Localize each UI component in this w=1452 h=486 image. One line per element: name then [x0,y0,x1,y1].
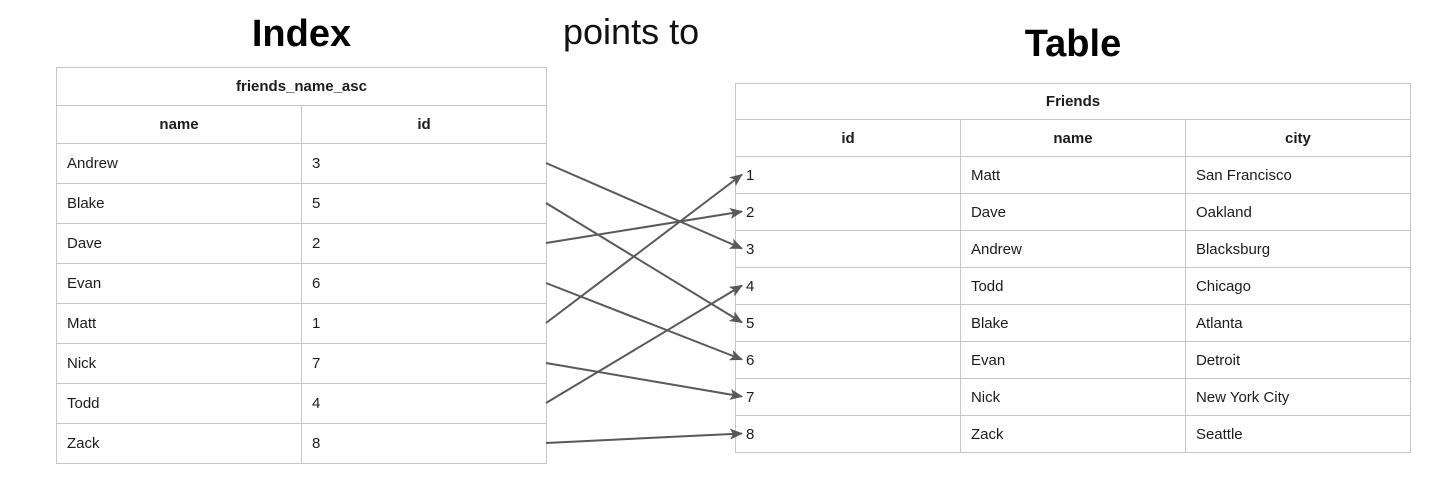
friends-table-name-row: Friends [735,83,1411,120]
index-cell-id: 6 [301,263,547,304]
friends-row: 4 Todd Chicago [735,267,1412,305]
index-cell-id: 5 [301,183,547,224]
friends-row: 7 Nick New York City [735,378,1412,416]
index-cell-name: Evan [56,263,302,304]
index-table-header-row: name id [56,105,547,144]
index-cell-id: 1 [301,303,547,344]
friends-cell-city: San Francisco [1184,156,1412,194]
index-row: Blake 5 [56,183,547,224]
friends-row: 3 Andrew Blacksburg [735,230,1412,268]
friends-row: 6 Evan Detroit [735,341,1412,379]
friends-cell-city: Detroit [1184,341,1412,379]
friends-cell-name: Todd [959,267,1186,305]
index-cell-name: Andrew [56,143,302,184]
index-pointer-arrow [545,162,743,250]
friends-cell-name: Andrew [959,230,1186,268]
index-cell-name: Blake [56,183,302,224]
friends-cell-city: Oakland [1184,193,1412,231]
index-cell-id: 3 [301,143,547,184]
index-pointer-arrow [545,282,743,361]
friends-row: 8 Zack Seattle [735,415,1412,453]
friends-table: Friends id name city 1 Matt San Francisc… [735,83,1412,453]
friends-cell-name: Matt [959,156,1186,194]
friends-table-name: Friends [735,83,1411,120]
index-row: Dave 2 [56,223,547,264]
index-row: Zack 8 [56,423,547,464]
friends-cell-city: Blacksburg [1184,230,1412,268]
index-row: Matt 1 [56,303,547,344]
friends-row: 5 Blake Atlanta [735,304,1412,342]
index-pointer-arrow [545,284,743,404]
index-cell-name: Todd [56,383,302,424]
index-row: Evan 6 [56,263,547,304]
friends-table-header-row: id name city [735,119,1412,157]
friends-cell-name: Evan [959,341,1186,379]
friends-col-header-city: city [1184,119,1412,157]
index-cell-name: Dave [56,223,302,264]
friends-col-header-id: id [735,119,961,157]
index-row: Andrew 3 [56,143,547,184]
friends-cell-name: Dave [959,193,1186,231]
friends-cell-city: Atlanta [1184,304,1412,342]
index-col-header-name: name [56,105,302,144]
index-cell-id: 4 [301,383,547,424]
index-pointer-arrow [545,173,743,324]
index-table-name: friends_name_asc [56,67,547,106]
table-title: Table [1024,23,1122,65]
friends-row: 1 Matt San Francisco [735,156,1412,194]
friends-cell-city: New York City [1184,378,1412,416]
index-pointer-arrow [545,207,743,244]
index-pointer-arrow [545,362,743,400]
friends-cell-id: 8 [735,415,961,453]
friends-cell-id: 2 [735,193,961,231]
friends-cell-name: Zack [959,415,1186,453]
friends-col-header-name: name [959,119,1186,157]
index-row: Nick 7 [56,343,547,384]
friends-cell-id: 4 [735,267,961,305]
index-cell-id: 2 [301,223,547,264]
index-cell-id: 8 [301,423,547,464]
index-cell-name: Matt [56,303,302,344]
index-table: friends_name_asc name id Andrew 3 Blake … [56,67,547,464]
friends-cell-city: Seattle [1184,415,1412,453]
friends-cell-name: Nick [959,378,1186,416]
friends-cell-id: 1 [735,156,961,194]
friends-cell-id: 6 [735,341,961,379]
index-title: Index [251,13,352,55]
index-col-header-id: id [301,105,547,144]
index-pointer-arrow [545,428,743,444]
index-pointer-arrow [545,202,743,324]
friends-cell-name: Blake [959,304,1186,342]
friends-cell-id: 7 [735,378,961,416]
index-cell-name: Zack [56,423,302,464]
friends-cell-id: 3 [735,230,961,268]
friends-cell-id: 5 [735,304,961,342]
index-cell-id: 7 [301,343,547,384]
index-cell-name: Nick [56,343,302,384]
index-table-name-row: friends_name_asc [56,67,547,106]
index-row: Todd 4 [56,383,547,424]
friends-row: 2 Dave Oakland [735,193,1412,231]
points-to-label: points to [563,11,700,52]
friends-cell-city: Chicago [1184,267,1412,305]
